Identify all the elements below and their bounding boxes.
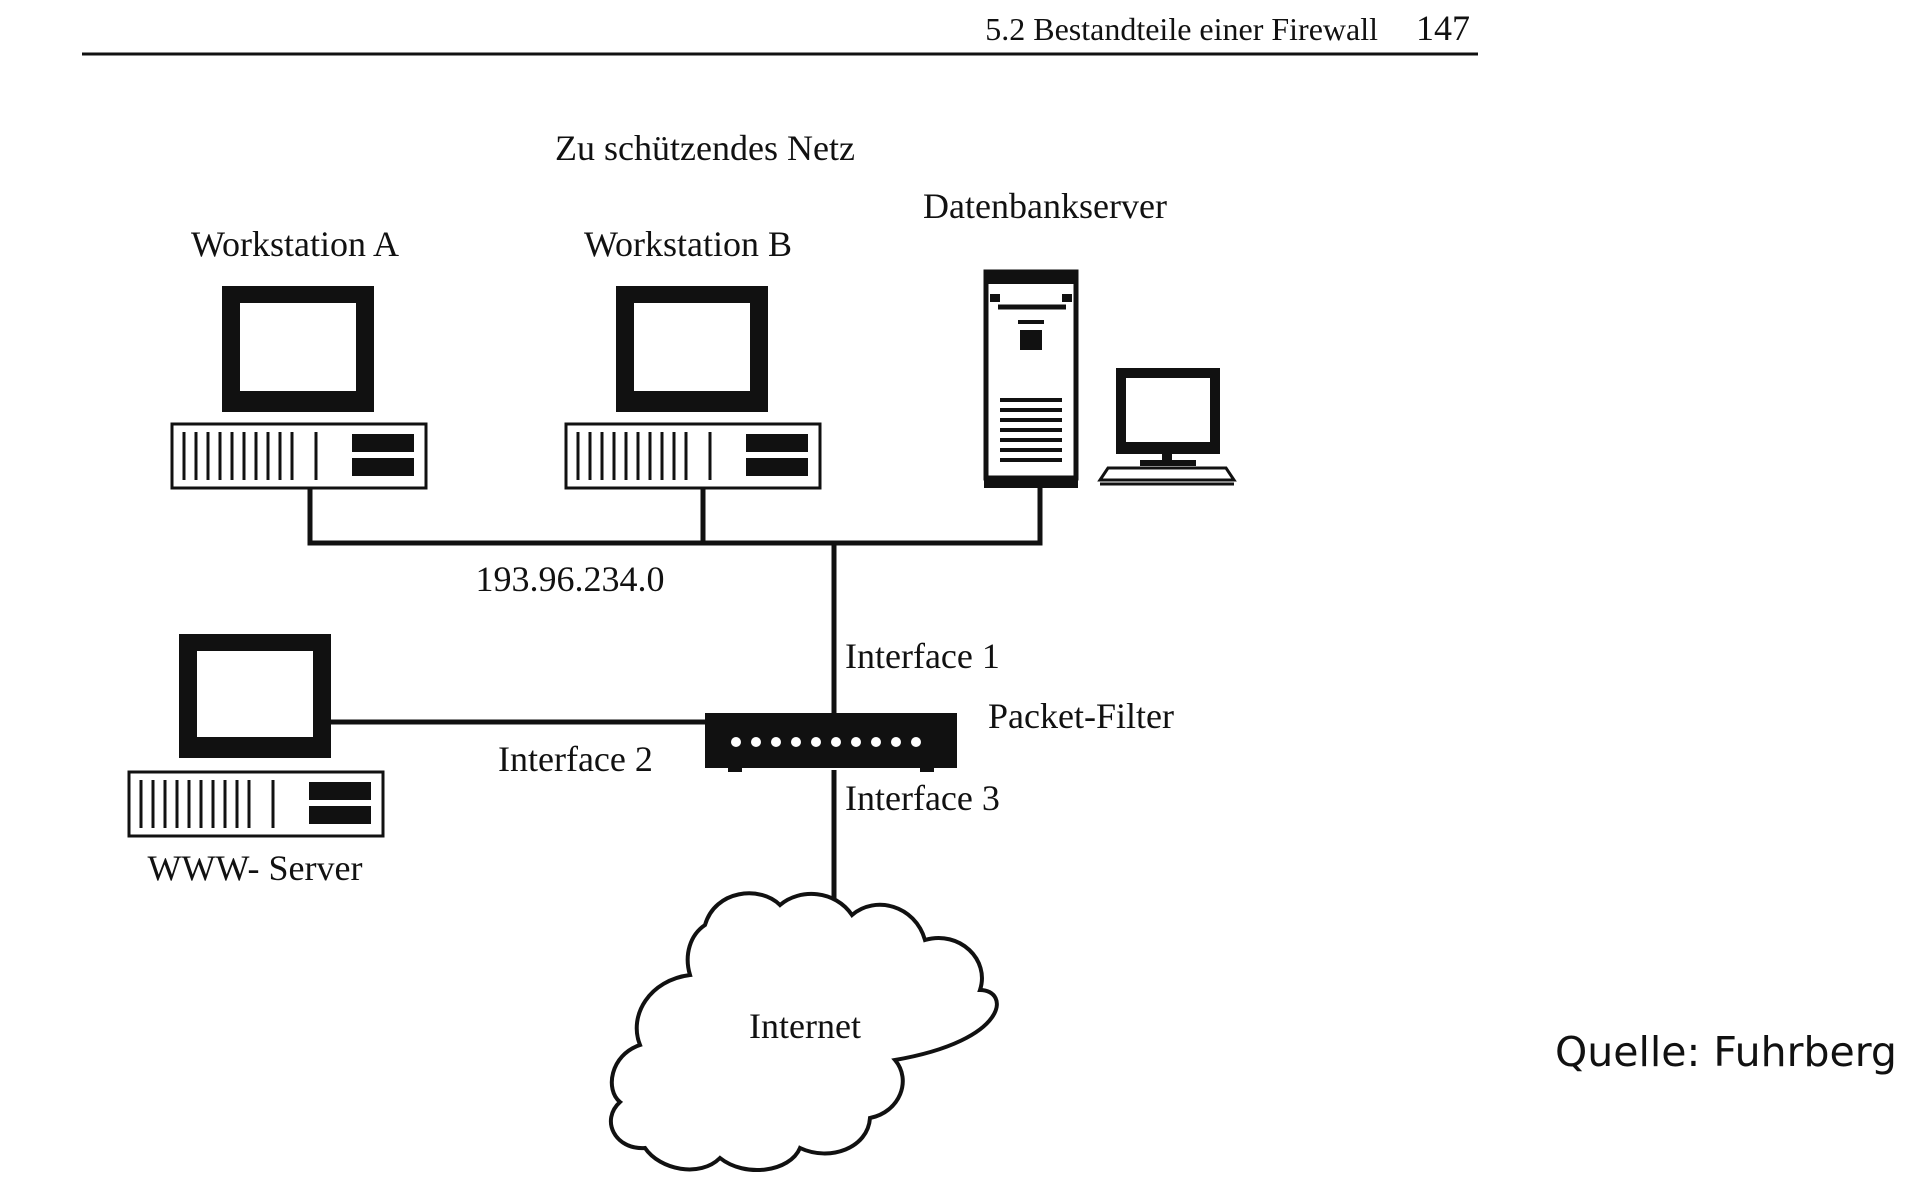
packet-filter-device-icon [705,713,957,772]
internet-cloud-icon [608,891,999,1172]
desktop-computer-icon [127,634,385,838]
desktop-computer-icon [170,286,428,490]
internet [608,891,999,1172]
interface-1-label: Interface 1 [845,636,1000,676]
packet-filter-label: Packet-Filter [988,696,1174,736]
internet-label: Internet [749,1006,861,1046]
network-address: 193.96.234.0 [476,559,665,599]
www-server [127,634,385,838]
workstation-a-label: Workstation A [191,224,399,264]
tower-server-icon [983,269,1079,488]
page-number: 147 [1416,8,1470,48]
section-title: 5.2 Bestandteile einer Firewall [985,11,1378,47]
workstation-b-label: Workstation B [584,224,792,264]
monitor-keyboard-icon [1097,368,1237,486]
interface-3-label: Interface 3 [845,778,1000,818]
lan-segment [307,486,1043,546]
database-server-label: Datenbankserver [923,186,1167,226]
www-server-label: WWW- Server [148,848,363,888]
desktop-computer-icon [564,286,822,490]
workstation-a [170,286,428,490]
source-citation: Quelle: Fuhrberg [1555,1028,1897,1076]
workstation-b [564,286,822,490]
network-cables [307,486,1043,902]
database-server [983,269,1237,488]
network-title: Zu schützendes Netz [555,128,855,168]
packet-filter [705,713,957,772]
interface-2-label: Interface 2 [498,739,653,779]
